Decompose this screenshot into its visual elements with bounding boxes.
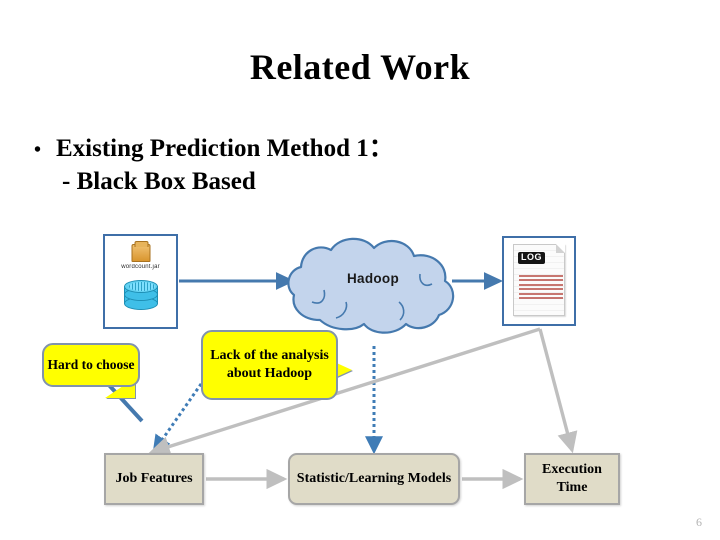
process-box-job-features: Job Features: [104, 453, 204, 505]
bullet-main-text: Existing Prediction Method 1：: [56, 135, 394, 162]
callout-lack-of-analysis: Lack of the analysis about Hadoop: [201, 330, 338, 400]
log-output-box: LOG: [502, 236, 576, 326]
process-box-execution-time: Execution Time: [524, 453, 620, 505]
jar-file-icon: [131, 241, 150, 262]
bullet-item-main: • Existing Prediction Method 1：: [34, 132, 654, 165]
input-artifacts-box: wordcount.jar: [103, 234, 178, 329]
process-box-statistic-learning-models: Statistic/Learning Models: [288, 453, 460, 505]
bullet-sub-text: - Black Box Based: [62, 168, 256, 196]
hadoop-cloud-shape: [287, 237, 455, 334]
page-number: 6: [696, 515, 702, 529]
log-text-lines: [519, 275, 563, 301]
connector-log-to-time: [538, 328, 578, 454]
log-document-icon: LOG: [513, 244, 565, 316]
page-title: Related Work: [249, 47, 471, 87]
log-badge-label: LOG: [518, 252, 545, 264]
cloud-label: Hadoop: [346, 271, 400, 286]
connector-log-to-job: [148, 327, 541, 457]
bullet-block: • Existing Prediction Method 1： - Black …: [34, 132, 654, 199]
bullet-dot-icon: •: [34, 139, 42, 161]
callout-hard-to-choose: Hard to choose: [42, 343, 140, 387]
database-stack-icon: [123, 280, 158, 314]
jar-file-label: wordcount.jar: [121, 264, 160, 270]
